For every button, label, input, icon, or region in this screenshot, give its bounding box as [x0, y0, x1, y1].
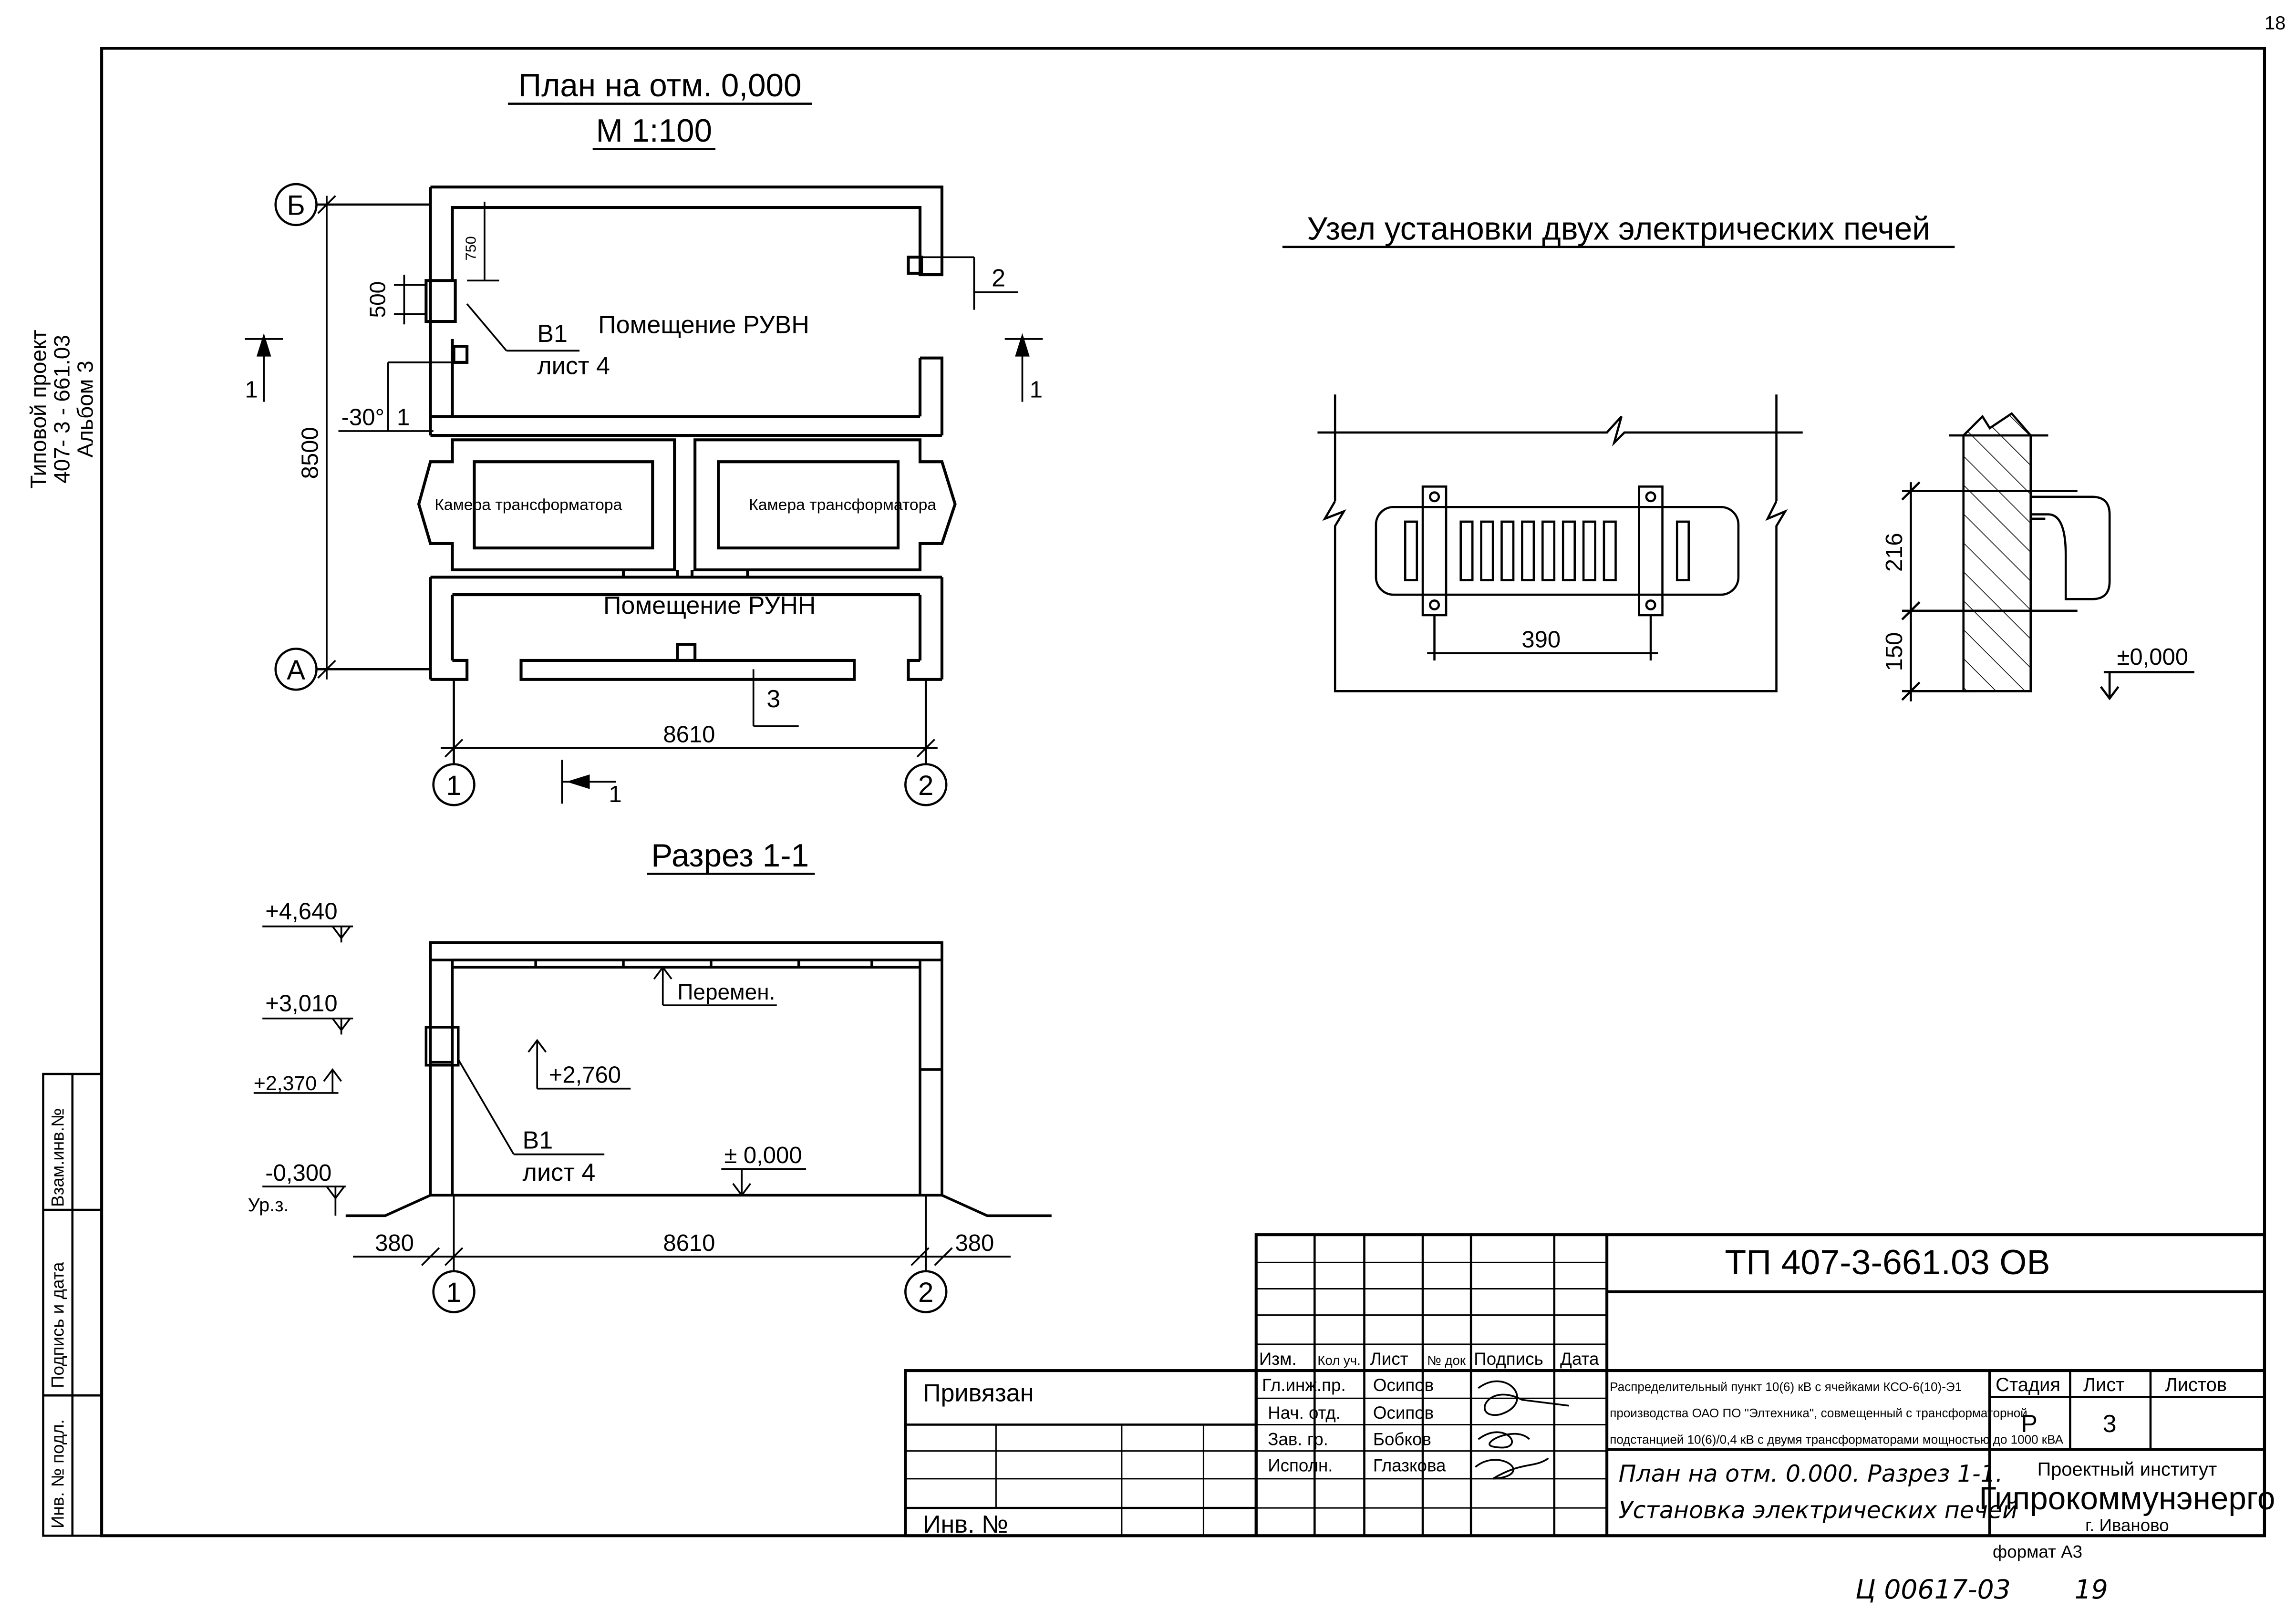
margin-inv-podl: Инв. № подл. — [48, 1419, 67, 1528]
section-title: Разрез 1-1 — [651, 838, 809, 874]
stamp-header-izm: Изм. — [1259, 1349, 1297, 1369]
section-dim-8610: 8610 — [663, 1230, 715, 1256]
plan-axis-1: 1 — [446, 770, 461, 801]
plan-b1-label: В1 — [537, 320, 568, 348]
margin-podpis: Подпись и дата — [48, 1262, 67, 1388]
node-dim-216: 216 — [1882, 533, 1907, 572]
section-b1-sheet: лист 4 — [523, 1159, 596, 1186]
stamp-desc-1: Распределительный пункт 10(6) кВ с ячейк… — [1610, 1380, 1962, 1394]
plan-cut-right: 1 — [1030, 377, 1043, 402]
stamp-header-kol: Кол уч. — [1317, 1353, 1360, 1368]
plan-cut-bottom: 1 — [609, 782, 621, 807]
stamp-name-3: Бобков — [1373, 1429, 1431, 1449]
section-view: Разрез 1-1 — [248, 838, 1052, 1313]
node-elev-0: ±0,000 — [2117, 644, 2188, 670]
plan-dim-750: 750 — [463, 236, 479, 260]
plan-dim-width: 8610 — [663, 722, 715, 748]
stamp-sheet-title-2: Установка электрических печей — [1619, 1496, 2017, 1524]
side-project-line1: Типовой проект — [26, 330, 51, 488]
page-number: 18 — [2265, 12, 2286, 33]
section-elev-3010: +3,010 — [265, 990, 337, 1016]
stamp-privyazan: Привязан — [923, 1379, 1034, 1407]
plan-axis-2: 2 — [918, 770, 933, 801]
plan-dim-height: 8500 — [298, 427, 323, 479]
node-title: Узел установки двух электрических печей — [1307, 211, 1930, 247]
plan-walls — [417, 186, 957, 681]
node-dim-390: 390 — [1521, 627, 1561, 652]
stamp-sheet-value: 3 — [2103, 1410, 2117, 1438]
stamp-header-list: Лист — [1370, 1349, 1408, 1369]
stamp-inv-no: Инв. № — [923, 1511, 1008, 1538]
section-axis-2: 2 — [918, 1277, 933, 1308]
section-elev-4640: +4,640 — [265, 898, 337, 924]
drawing-frame — [100, 47, 2266, 1537]
stamp-stage-label: Стадия — [1996, 1374, 2060, 1395]
section-ground: Ур.з. — [248, 1195, 289, 1216]
footer-handwritten-number: Ц 00617-03 — [1855, 1575, 2011, 1605]
stamp-sheet-label: Лист — [2083, 1374, 2125, 1395]
stamp-sheets-label: Листов — [2165, 1374, 2227, 1395]
plan-axis-a: А — [287, 655, 305, 686]
stamp-name-2: Осипов — [1373, 1403, 1434, 1423]
plan-b1-sheet: лист 4 — [537, 352, 610, 380]
margin-stamp — [42, 1072, 103, 1537]
stamp-institute-2: Гипрокоммунэнерго — [1979, 1481, 2275, 1516]
section-axis-1: 1 — [446, 1277, 461, 1308]
stamp-header-podpis: Подпись — [1474, 1349, 1543, 1369]
margin-vzam: Взам.инв.№ — [48, 1108, 67, 1207]
plan-room-rnn: Помещение РУНН — [603, 592, 816, 619]
stamp-header-data: Дата — [1560, 1349, 1599, 1369]
stamp-name-1: Осипов — [1373, 1375, 1434, 1395]
plan-mark-2: 2 — [992, 265, 1005, 292]
stamp-institute-city: г. Иваново — [2085, 1516, 2169, 1535]
stamp-institute-1: Проектный институт — [2037, 1459, 2217, 1480]
section-elev-2760: +2,760 — [549, 1062, 621, 1088]
node-dim-150: 150 — [1882, 632, 1907, 671]
section-elev-2370: +2,370 — [254, 1072, 317, 1095]
stamp-role-3: Зав. гр. — [1268, 1429, 1328, 1449]
stamp-format: формат А3 — [1993, 1542, 2082, 1561]
plan-view: План на отм. 0,000 М 1:100 — [245, 68, 1043, 807]
plan-room-rvn: Помещение РУВН — [598, 311, 809, 339]
plan-cut-left: 1 — [245, 377, 258, 402]
stamp-role-4: Исполн. — [1268, 1456, 1333, 1475]
side-project-label: Типовой проект 407- 3 - 661.03 Альбом 3 — [26, 330, 98, 488]
stamp-stage-value: Р — [2021, 1410, 2037, 1438]
plan-temp: -30° — [341, 405, 384, 431]
stamp-desc-2: производства ОАО ПО "Элтехника", совмеще… — [1610, 1406, 2027, 1420]
plan-axis-b: Б — [287, 190, 305, 221]
footer-handwritten-page: 19 — [2075, 1575, 2108, 1605]
section-elev-m0300: -0,300 — [265, 1160, 331, 1186]
stamp-sheet-title-1: План на отм. 0.000. Разрез 1-1. — [1619, 1460, 2003, 1487]
stamp-role-2: Нач. отд. — [1268, 1403, 1341, 1423]
title-block — [904, 1233, 2266, 1537]
stamp-role-1: Гл.инж.пр. — [1262, 1375, 1346, 1395]
section-perem: Перемен. — [677, 980, 775, 1004]
stamp-header-ndok: № док — [1427, 1353, 1466, 1368]
plan-title: План на отм. 0,000 — [518, 68, 802, 103]
plan-chamber-left: Камера трансформатора — [434, 495, 622, 514]
plan-mark-1: 1 — [397, 405, 410, 431]
plan-chamber-right: Камера трансформатора — [749, 495, 936, 514]
stamp-code: ТП 407-3-661.03 ОВ — [1725, 1242, 2050, 1282]
plan-dim-500: 500 — [365, 281, 390, 318]
stamp-name-4: Глазкова — [1373, 1456, 1446, 1475]
section-dim-380-right: 380 — [955, 1230, 994, 1256]
section-dim-380-left: 380 — [375, 1230, 414, 1256]
node-view: Узел установки двух электрических печей — [1282, 211, 2194, 701]
side-project-line2: 407- 3 - 661.03 — [50, 335, 74, 484]
section-b1-label: В1 — [523, 1126, 553, 1154]
section-elev-0: ± 0,000 — [724, 1143, 802, 1168]
plan-mark-3: 3 — [766, 685, 780, 713]
stamp-desc-3: подстанцией 10(6)/0,4 кВ с двумя трансфо… — [1610, 1432, 2063, 1446]
plan-scale: М 1:100 — [596, 113, 713, 149]
side-project-line3: Альбом 3 — [73, 361, 98, 457]
